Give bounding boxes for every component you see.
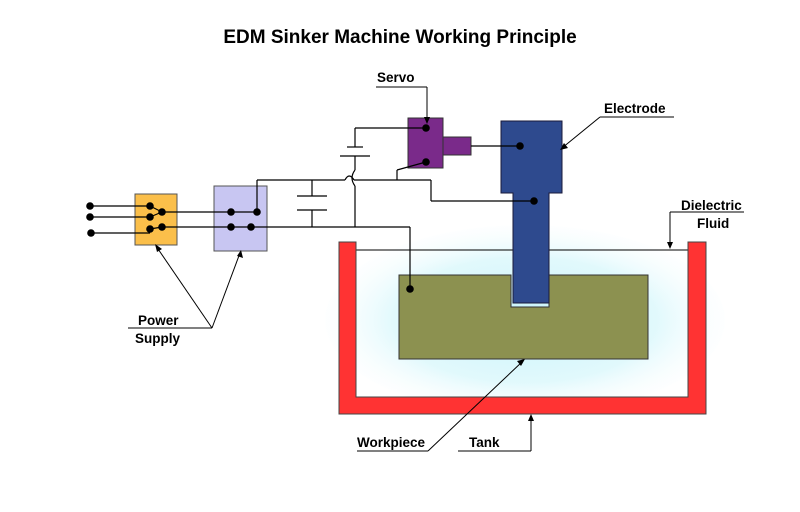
workpiece-label: Workpiece (357, 435, 426, 450)
power-supply-control-box (213, 185, 268, 252)
servo-label: Servo (377, 70, 415, 85)
electrode (500, 120, 563, 304)
leader-lines (128, 86, 744, 452)
dielectric-fluid-label-line2: Fluid (697, 216, 729, 231)
tank-label: Tank (469, 435, 500, 450)
connection-dots (86, 124, 538, 293)
tank (338, 241, 707, 415)
servo-shaft (442, 136, 472, 156)
power-supply-label-line2: Supply (135, 331, 180, 346)
electrode-label: Electrode (604, 101, 666, 116)
diagram-title: EDM Sinker Machine Working Principle (223, 27, 576, 48)
power-supply-label-line1: Power (138, 313, 179, 328)
power-supply-switch-box (134, 193, 178, 246)
circuit-wiring (90, 127, 534, 289)
dielectric-fluid-label-line1: Dielectric (681, 198, 742, 213)
